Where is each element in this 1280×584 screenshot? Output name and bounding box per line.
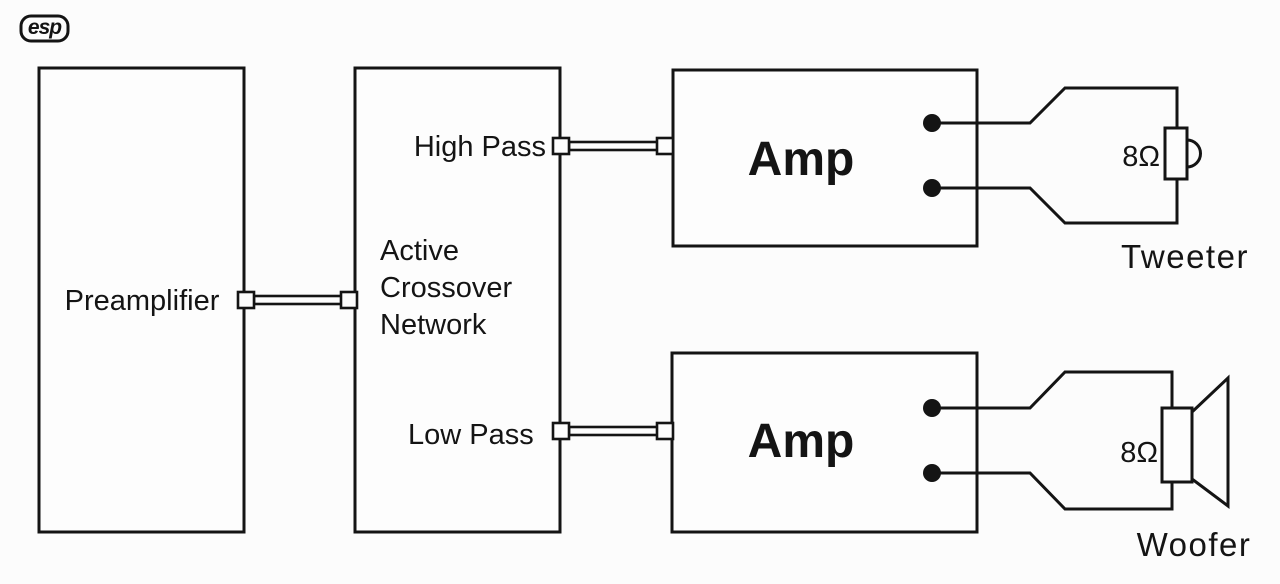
cable-tube	[567, 140, 660, 152]
cable-plug-left	[551, 421, 571, 441]
high-pass-label: High Pass	[414, 131, 546, 163]
crossover-name-line1: Active	[380, 235, 459, 267]
cable-highpass-to-amp	[551, 136, 675, 156]
woofer-cone-icon	[1190, 374, 1230, 509]
esp-logo: esp	[19, 14, 70, 43]
esp-logo-text: esp	[28, 16, 62, 39]
amp-bottom-terminal-plus	[923, 399, 941, 417]
woofer-wire-bottom	[932, 471, 1174, 511]
tweeter-wire-bottom	[932, 179, 1179, 225]
amp-bottom-label: Amp	[748, 415, 855, 468]
woofer-label: Woofer	[1137, 526, 1252, 563]
cable-preamp-to-crossover	[236, 290, 359, 310]
cable-plug-right	[655, 421, 675, 441]
tweeter-wire-top	[932, 86, 1179, 128]
woofer-circuit: 8Ω Woofer	[923, 370, 1252, 563]
woofer-driver	[1160, 406, 1194, 484]
amp-top-terminal-minus	[923, 179, 941, 197]
cable-plug-right	[339, 290, 359, 310]
tweeter-circuit: 8Ω Tweeter	[923, 86, 1249, 275]
cable-plug-left	[551, 136, 571, 156]
low-pass-label: Low Pass	[408, 419, 534, 451]
preamplifier-label: Preamplifier	[65, 285, 220, 317]
cable-lowpass-to-amp	[551, 421, 675, 441]
cable-plug-left	[236, 290, 256, 310]
cable-tube	[252, 294, 344, 306]
cable-tube	[567, 425, 660, 437]
amp-bottom-terminal-minus	[923, 464, 941, 482]
cable-plug-right	[655, 136, 675, 156]
tweeter-impedance-label: 8Ω	[1122, 141, 1160, 173]
tweeter-dome-icon	[1186, 138, 1202, 169]
tweeter-driver	[1163, 126, 1189, 181]
esp-logo-outline	[19, 14, 70, 43]
amp-top-label: Amp	[748, 133, 855, 186]
amp-top-terminal-plus	[923, 114, 941, 132]
woofer-wire-top	[932, 370, 1174, 410]
crossover-name-line2: Crossover	[380, 272, 512, 304]
crossover-name-line3: Network	[380, 309, 487, 341]
woofer-impedance-label: 8Ω	[1120, 437, 1158, 469]
amp-bottom-box	[670, 351, 979, 534]
tweeter-label: Tweeter	[1121, 238, 1249, 275]
amp-top-box	[671, 68, 979, 248]
crossover-box	[353, 66, 562, 534]
preamplifier-box	[37, 66, 246, 534]
